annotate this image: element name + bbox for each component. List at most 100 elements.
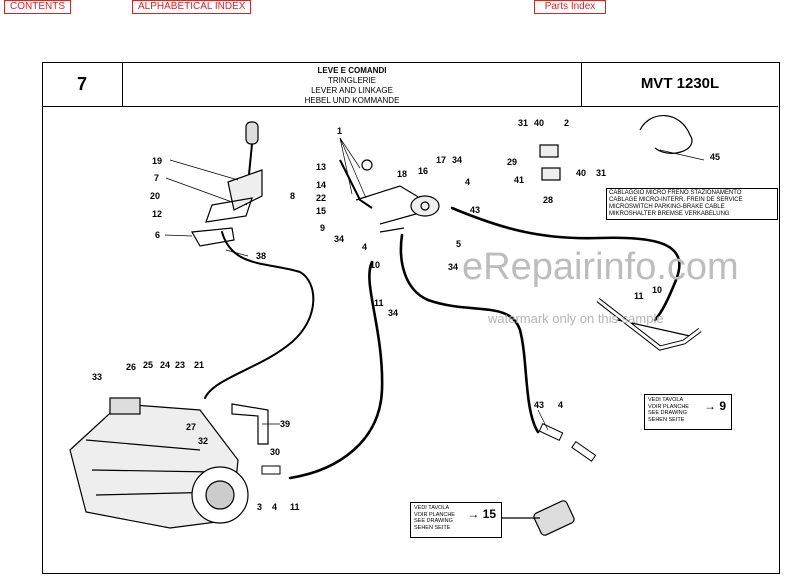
callout-26: 26 [126, 362, 136, 372]
cable-note-line-3: MICROSWITCH PARKING-BRAKE CABLE [609, 204, 725, 210]
lever-bracket [227, 169, 263, 211]
callout-40-right: 40 [576, 168, 586, 178]
cable-harness-45 [639, 115, 693, 154]
callout-43-bottom: 43 [534, 400, 544, 410]
callout-28: 28 [543, 195, 553, 205]
callout-8: 8 [290, 191, 295, 201]
drawing-sheet [42, 62, 780, 574]
callout-14: 14 [316, 180, 326, 190]
ref9-line-1: VEDI TAVOLA [648, 397, 684, 403]
shift-cover-33 [109, 397, 141, 415]
callout-20: 20 [150, 191, 160, 201]
callout-10-mid: 10 [370, 260, 380, 270]
callout-5: 5 [456, 239, 461, 249]
callout-24: 24 [160, 360, 170, 370]
fitting-4 [571, 440, 597, 462]
callout-41: 41 [514, 175, 524, 185]
leader-lines [164, 137, 705, 431]
callout-6: 6 [155, 230, 160, 240]
lever-base-plate [205, 197, 253, 223]
pedal-shaft-inner [597, 298, 701, 350]
brake-canister [500, 500, 575, 536]
ref15-line-4: SEHEN SEITE [414, 524, 451, 531]
model-name: MVT 1230L [581, 62, 778, 106]
callout-25: 25 [143, 360, 153, 370]
plate-title: LEVE E COMANDI TRINGLERIE LEVER AND LINK… [122, 66, 582, 106]
callout-4-bottom: 4 [272, 502, 277, 512]
leader-7 [165, 177, 233, 203]
plate-header: 7 LEVE E COMANDI TRINGLERIE LEVER AND LI… [42, 62, 778, 107]
leader-45 [659, 149, 705, 161]
ref9-line-3: SEE DRAWING [648, 410, 687, 416]
lever-knob [245, 121, 259, 145]
ref15-line-1: VEDI TAVOLA [414, 505, 450, 511]
pivot-16 [410, 195, 440, 217]
callout-4-right: 4 [465, 177, 470, 187]
callout-40-top: 40 [534, 118, 544, 128]
cable-fittings [261, 423, 597, 475]
cover-plate-6 [191, 227, 235, 247]
callout-39: 39 [280, 419, 290, 429]
callout-13: 13 [316, 162, 326, 172]
bracket-body [231, 403, 269, 445]
see-drawing-15-box[interactable]: VEDI TAVOLA VOIR PLANCHE SEE DRAWING SEH… [410, 502, 502, 538]
callout-22: 22 [316, 193, 326, 203]
leader-6 [164, 234, 193, 237]
callout-12: 12 [152, 209, 162, 219]
callout-27: 27 [186, 422, 196, 432]
callout-21: 21 [194, 360, 204, 370]
leader-1 [339, 137, 367, 199]
title-line-en: LEVER AND LINKAGE [311, 86, 393, 95]
ref15-line-2: VOIR PLANCHE [414, 511, 455, 518]
callout-34-top: 34 [452, 155, 462, 165]
title-line-fr: TRINGLERIE [327, 76, 376, 85]
leader-38 [225, 249, 249, 257]
fitting-43 [538, 423, 564, 441]
cable-note-line-1: CABLAGGIO MICRO FRENO STAZIONAMENTO [609, 190, 742, 196]
callout-45: 45 [710, 152, 720, 162]
parts-index-link[interactable]: Parts Index [534, 0, 606, 14]
pedal-linkage [596, 298, 702, 351]
transmission-assembly [69, 397, 249, 529]
callout-34-low: 34 [388, 308, 398, 318]
callout-19: 19 [152, 156, 162, 166]
callout-1: 1 [337, 126, 342, 136]
ref15-target: → 15 [467, 507, 496, 521]
fitting-3 [261, 465, 281, 475]
callout-38: 38 [256, 251, 266, 261]
callout-17: 17 [436, 155, 446, 165]
gearbox-hub [205, 480, 235, 510]
callout-31-right: 31 [596, 168, 606, 178]
callout-31-top: 31 [518, 118, 528, 128]
cable-to-lever [450, 206, 681, 322]
callout-32: 32 [198, 436, 208, 446]
title-line-de: HEBEL UND KOMMANDE [304, 96, 400, 105]
callout-3: 3 [257, 502, 262, 512]
title-line-it: LEVE E COMANDI [317, 66, 387, 75]
leader-43b [537, 409, 549, 431]
callout-30: 30 [270, 447, 280, 457]
callout-7: 7 [154, 173, 159, 183]
see-drawing-9-box[interactable]: VEDI TAVOLA VOIR PLANCHE SEE DRAWING SEH… [644, 394, 732, 430]
cable-note-line-4: MIKROSHALTER BREMSE VERKABELUNG [609, 211, 730, 217]
callout-2: 2 [564, 118, 569, 128]
ref9-line-2: VOIR PLANCHE [648, 403, 689, 410]
alphabetical-index-link[interactable]: ALPHABETICAL INDEX [132, 0, 252, 14]
bracket-39 [231, 403, 269, 445]
callout-11-bottom: 11 [290, 502, 300, 512]
callout-16: 16 [418, 166, 428, 176]
watermark-site: eRepairinfo.com [462, 246, 739, 288]
callout-33: 33 [92, 372, 102, 382]
callout-18: 18 [397, 169, 407, 179]
cables [204, 206, 691, 480]
cable-to-pedal [399, 233, 540, 434]
callout-4-left: 4 [362, 242, 367, 252]
callout-11-right: 11 [634, 291, 644, 301]
lever-arm-1 [339, 159, 373, 209]
canister-body [533, 500, 575, 536]
callout-29: 29 [507, 157, 517, 167]
callout-9: 9 [320, 223, 325, 233]
callout-23: 23 [175, 360, 185, 370]
callout-4-bottomright: 4 [558, 400, 563, 410]
contents-link[interactable]: CONTENTS [4, 0, 71, 14]
